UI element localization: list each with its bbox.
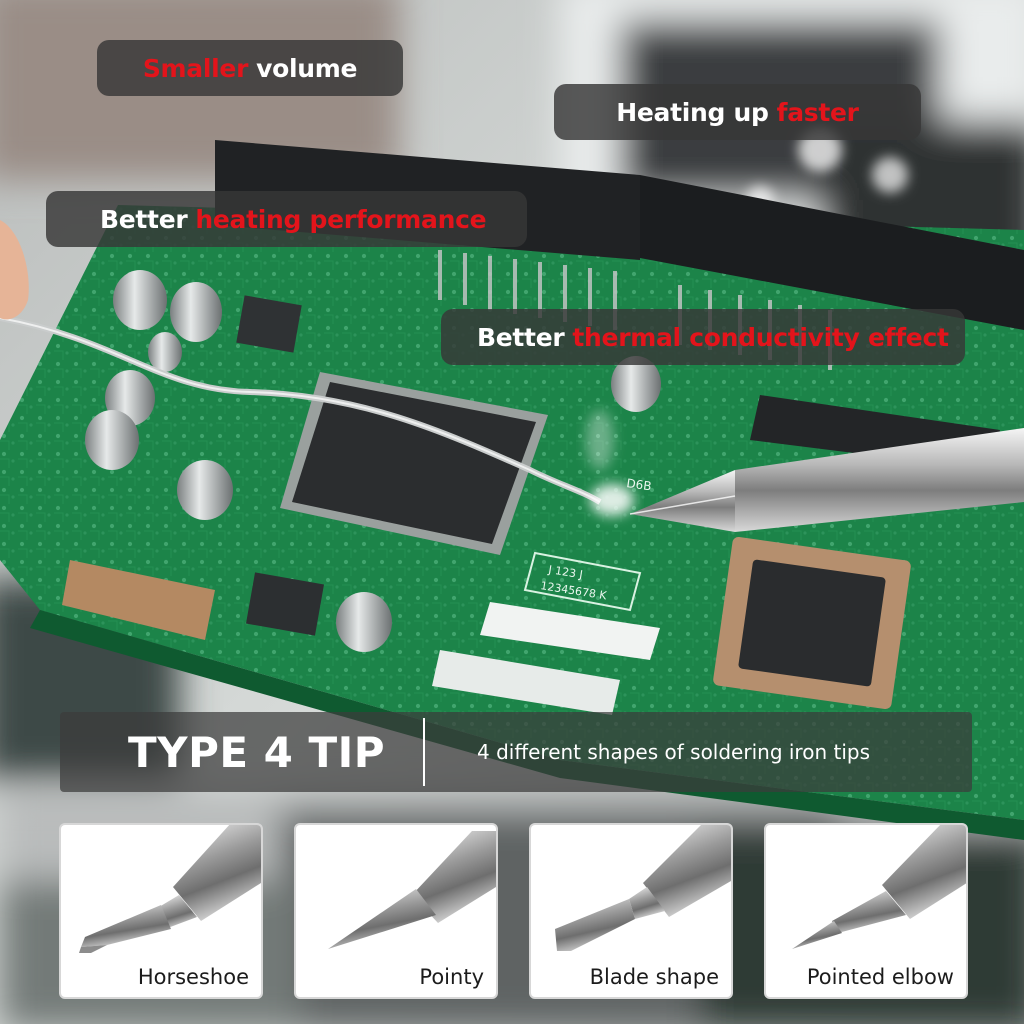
tip-label-blade: Blade shape xyxy=(589,965,719,989)
tip-card-pointy: Pointy xyxy=(294,823,498,999)
tip-label-pointy: Pointy xyxy=(419,965,484,989)
type-tip-description: 4 different shapes of soldering iron tip… xyxy=(477,740,870,764)
callout-smaller-volume-text: volume xyxy=(256,53,358,83)
type-tip-banner: TYPE 4 TIP 4 different shapes of solderi… xyxy=(60,712,972,792)
tip-label-horseshoe: Horseshoe xyxy=(137,965,249,989)
callout-heating-performance-text: Better xyxy=(100,204,188,234)
callout-thermal-conductivity-highlight: thermal conductivity effect xyxy=(572,322,949,352)
callout-smaller-volume-highlight: Smaller xyxy=(142,53,249,83)
tip-card-horseshoe: Horseshoe xyxy=(59,823,263,999)
callout-heating-performance-highlight: heating performance xyxy=(195,204,487,234)
tip-card-pointed-elbow: Pointed elbow xyxy=(764,823,968,999)
callout-heating-faster-highlight: faster xyxy=(776,97,859,127)
blade-tip-icon xyxy=(555,825,731,951)
horseshoe-tip-icon xyxy=(79,825,261,953)
type-tip-divider xyxy=(423,718,425,786)
callout-heating-faster-text: Heating up xyxy=(616,97,769,127)
board-pad-row-1: J 123 J xyxy=(547,563,584,581)
callout-thermal-conductivity-text: Better xyxy=(477,322,565,352)
type-tip-title: TYPE 4 TIP xyxy=(128,727,386,777)
pointed-elbow-tip-icon xyxy=(792,825,966,949)
pointy-tip-icon xyxy=(328,831,496,949)
board-chip-label: D6B xyxy=(626,476,653,493)
tip-label-pointed-elbow: Pointed elbow xyxy=(806,965,954,989)
tip-card-blade: Blade shape xyxy=(529,823,733,999)
